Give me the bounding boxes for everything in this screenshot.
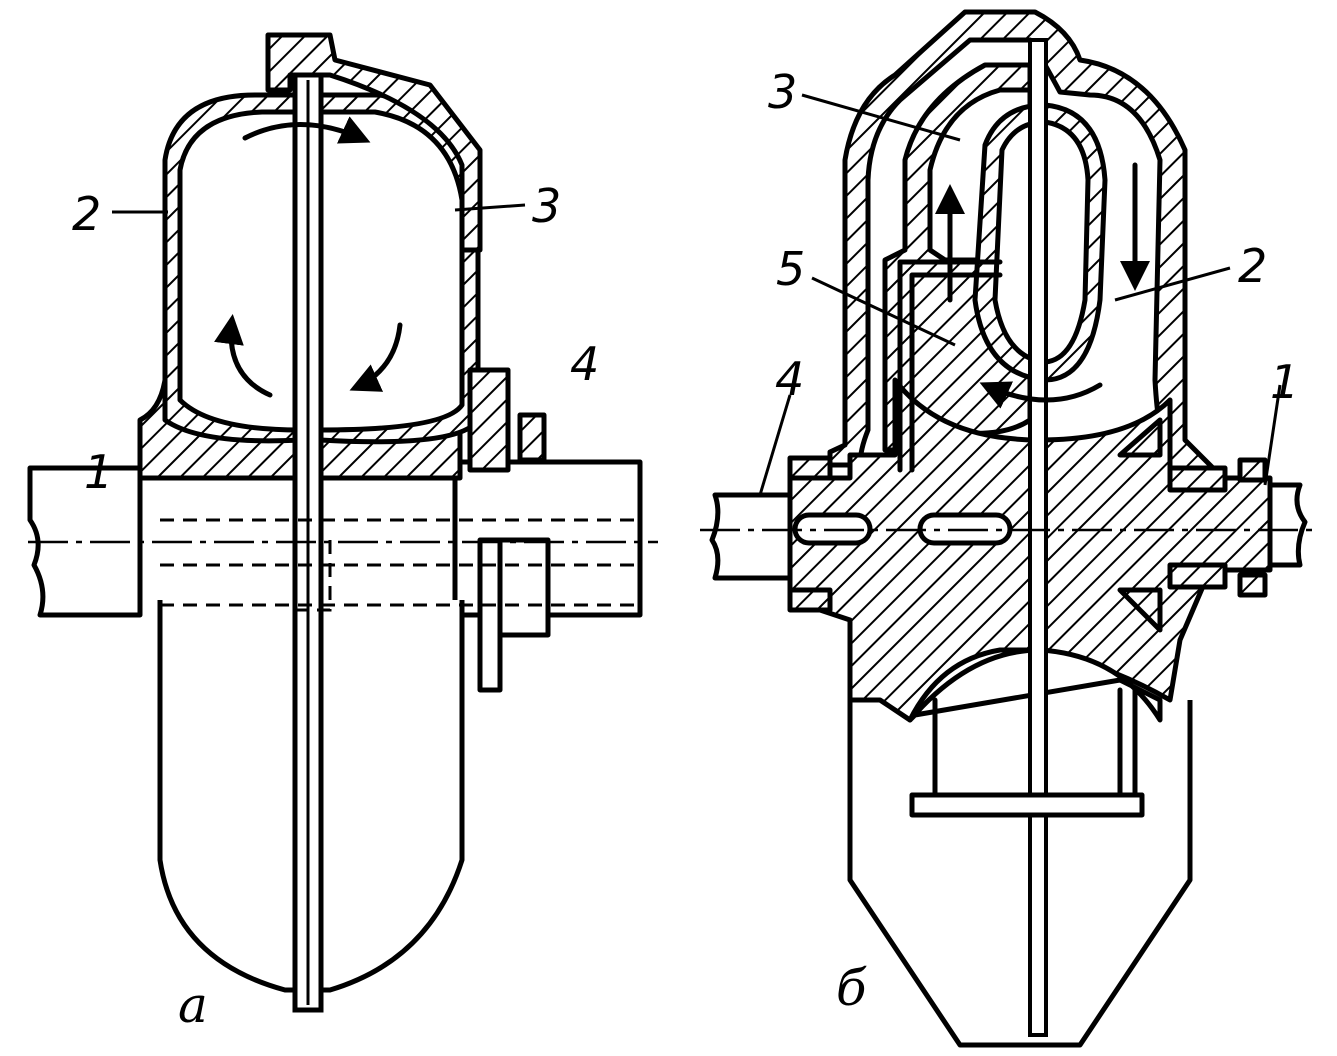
label-1-a: 1 <box>84 445 113 499</box>
lower-plate-b <box>909 792 1145 818</box>
central-rod-b <box>1028 38 1048 1037</box>
label-3-a: 3 <box>532 179 561 233</box>
label-5-b: 5 <box>776 242 805 296</box>
diagram-a: 1 2 3 4 а <box>27 32 658 1034</box>
label-1-b: 1 <box>1270 355 1299 409</box>
label-2-b: 2 <box>1238 239 1267 293</box>
casing-outer-b <box>847 700 1193 1048</box>
label-4-a: 4 <box>570 337 599 391</box>
label-2-a: 2 <box>72 187 101 241</box>
pipe-5-b <box>897 259 1003 473</box>
caption-b: б <box>836 959 867 1017</box>
shaft-4-b <box>709 492 793 581</box>
shaft-1-a <box>27 465 143 618</box>
caption-a: а <box>178 976 208 1034</box>
casing-flange-a <box>265 32 483 253</box>
diagram-b: 3 2 5 4 1 б <box>700 9 1320 1048</box>
label-4-b: 4 <box>775 352 804 406</box>
seal-a <box>467 367 511 473</box>
label-3-b: 3 <box>768 65 797 119</box>
